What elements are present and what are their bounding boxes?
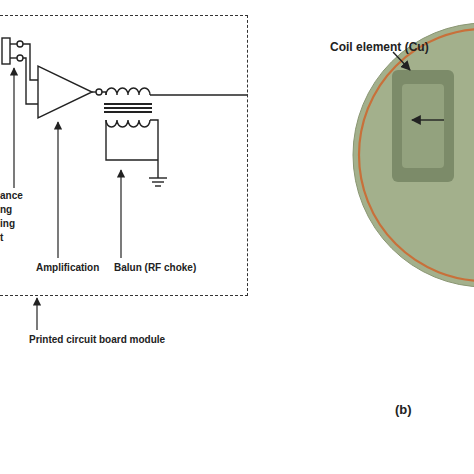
coil-photo <box>340 20 474 290</box>
leaders <box>14 68 121 330</box>
terminal <box>17 41 23 47</box>
disc-edge <box>353 23 474 287</box>
disc-pad <box>402 84 444 168</box>
terminal <box>17 55 23 61</box>
part-label: Coil element (Cu) <box>330 40 429 54</box>
wire <box>23 58 38 104</box>
module-label: Printed circuit board module <box>29 334 165 346</box>
dashed-module-box: Printed circuit board module <box>0 15 248 296</box>
leader-arrow <box>120 170 121 258</box>
pcb-disc <box>340 20 474 290</box>
core-line <box>104 111 152 113</box>
photo-leaders <box>393 52 444 120</box>
matching-label: ance <box>0 190 23 202</box>
ground-symbol <box>155 185 161 186</box>
leader-arrow <box>393 52 410 70</box>
wire <box>150 94 248 95</box>
leader-arrow <box>36 298 37 330</box>
transformer-core <box>104 104 152 112</box>
leader-arrow <box>412 119 444 120</box>
leader-arrow <box>57 122 58 258</box>
coil-symbol <box>106 88 150 95</box>
ground-symbol <box>152 181 164 182</box>
wire <box>106 120 158 160</box>
part-label: Amplification <box>36 262 99 274</box>
wire <box>23 44 38 80</box>
copper-coil <box>359 29 474 281</box>
ground-symbol <box>149 177 167 178</box>
circuit <box>2 38 248 186</box>
leader-arrow <box>13 68 14 188</box>
coil-symbol <box>106 120 150 127</box>
matching-label: ing <box>0 218 15 230</box>
core-line <box>104 103 152 105</box>
wire <box>10 57 17 58</box>
core-line <box>104 107 152 109</box>
wire <box>10 43 17 44</box>
disc-cutout <box>392 70 454 182</box>
terminal <box>96 89 102 95</box>
wire <box>150 120 158 178</box>
amplifier-symbol <box>38 66 92 118</box>
matching-label: ng <box>0 204 12 216</box>
matching-element <box>2 38 10 64</box>
matching-label: t <box>0 232 3 244</box>
part-label: Balun (RF choke) <box>114 262 196 274</box>
panel-label: (b) <box>395 402 412 417</box>
